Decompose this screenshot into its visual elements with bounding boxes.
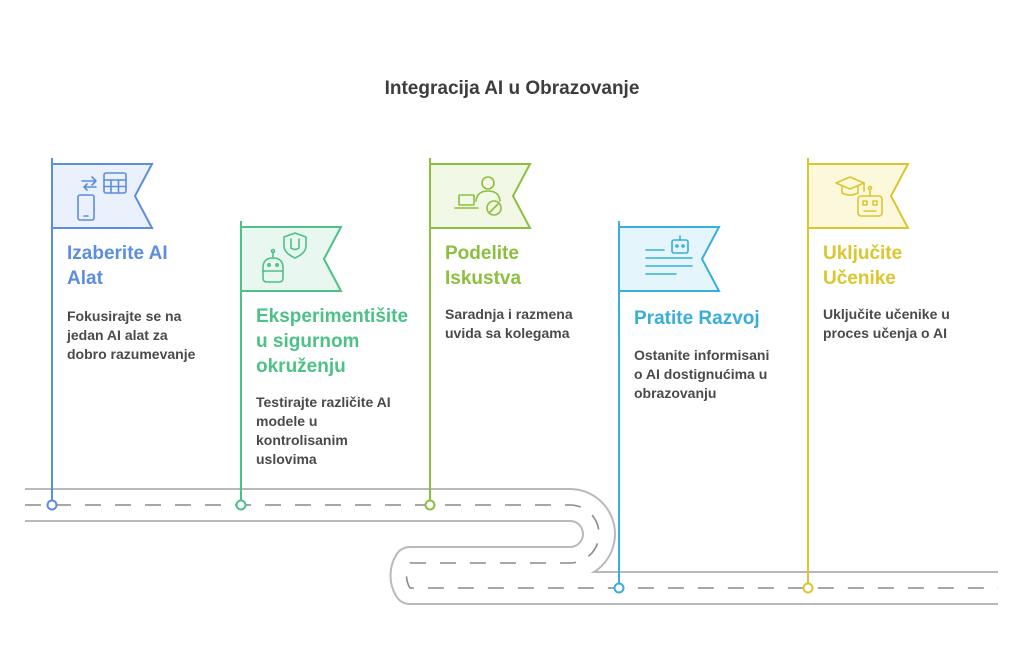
step-4-marker — [613, 221, 721, 594]
step-2-marker — [235, 221, 343, 511]
step-1-desc-line: jedan AI alat za — [67, 327, 168, 343]
step-5-title: Uključite Učenike — [823, 241, 902, 291]
graduation-robot-icon — [835, 176, 883, 217]
step-4-title: Pratite Razvoj — [634, 306, 760, 331]
step-4-desc-line: obrazovanju — [634, 385, 717, 401]
step-2-title-line: Eksperimentišite — [256, 306, 409, 327]
step-4-description: Ostanite informisani o AI dostignućima u… — [634, 346, 769, 403]
robot-news-icon — [645, 235, 693, 275]
step-2-description: Testirajte različite AI modele u kontrol… — [256, 393, 391, 469]
step-5-flag — [807, 163, 910, 229]
step-3-dot — [424, 499, 436, 511]
step-1-marker — [46, 158, 154, 511]
step-5-dot — [802, 582, 814, 594]
step-3-title-line: Podelite — [445, 243, 519, 264]
step-3-flag — [429, 163, 532, 229]
step-2-title-line: okruženju — [256, 356, 346, 377]
step-2-flag — [240, 226, 343, 292]
step-3-title: Podelite Iskustva — [445, 241, 521, 291]
step-4-desc-line: Ostanite informisani — [634, 347, 770, 363]
robot-shield-icon — [262, 232, 307, 283]
step-5-marker — [802, 158, 910, 594]
step-1-dot — [46, 499, 58, 511]
step-2-desc-line: uslovima — [256, 451, 317, 467]
step-5-title-line: Uključite — [823, 243, 903, 264]
step-3-title-line: Iskustva — [445, 268, 522, 289]
step-1-title-line: Alat — [67, 268, 103, 289]
step-3-desc-line: uvida sa kolegama — [445, 325, 570, 341]
step-4-dot — [613, 582, 625, 594]
step-5-description: Uključite učenike u proces učenja o AI — [823, 305, 950, 343]
step-5-title-line: Učenike — [823, 268, 896, 289]
step-5-desc-line: Uključite učenike u — [823, 306, 950, 322]
step-2-desc-line: kontrolisanim — [256, 432, 348, 448]
phone-sync-table-icon — [77, 172, 127, 221]
step-1-title-line: Izaberite AI — [67, 243, 168, 264]
step-1-title: Izaberite AI Alat — [67, 241, 168, 291]
step-2-desc-line: Testirajte različite AI — [256, 394, 391, 410]
step-3-desc-line: Saradnja i razmena — [445, 306, 573, 322]
step-3-marker — [424, 158, 532, 511]
step-4-desc-line: o AI dostignućima u — [634, 366, 768, 382]
step-5-desc-line: proces učenja o AI — [823, 325, 947, 341]
road — [25, 488, 998, 605]
step-4-flag — [618, 226, 721, 292]
step-2-desc-line: modele u — [256, 413, 318, 429]
step-1-description: Fokusirajte se na jedan AI alat za dobro… — [67, 307, 195, 364]
step-1-desc-line: Fokusirajte se na — [67, 308, 182, 324]
step-4-title-line: Pratite Razvoj — [634, 308, 760, 329]
step-1-desc-line: dobro razumevanje — [67, 346, 196, 362]
step-1-flag — [51, 163, 154, 229]
user-laptop-share-icon — [454, 176, 502, 216]
page-title: Integracija AI u Obrazovanje — [384, 78, 640, 99]
step-3-description: Saradnja i razmena uvida sa kolegama — [445, 305, 573, 343]
step-2-title: Eksperimentišite u sigurnom okruženju — [256, 304, 408, 379]
step-2-title-line: u sigurnom — [256, 331, 360, 352]
step-2-dot — [235, 499, 247, 511]
